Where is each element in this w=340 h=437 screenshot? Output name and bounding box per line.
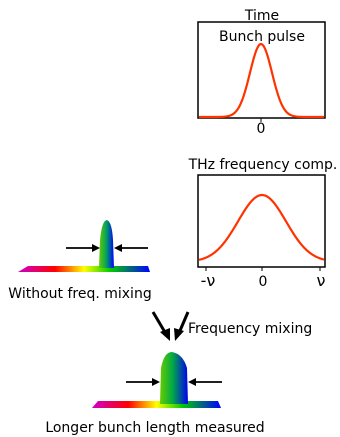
bunch-pulse-curve <box>199 42 324 119</box>
top-panel-header: Time <box>244 8 279 24</box>
thz-spectrum-curve <box>198 193 325 261</box>
mixing-arrow-right <box>177 311 190 334</box>
bottom-x-tick-neg-nu: -ν <box>201 271 216 290</box>
wide-bunch-shape <box>160 352 188 404</box>
spectrum-base-bottom <box>92 401 221 408</box>
mixing-arrows <box>151 311 190 341</box>
top-x-tick-label: 0 <box>257 121 266 137</box>
result-label: Longer bunch length measured <box>45 420 264 436</box>
spectrum-base-left <box>18 266 150 272</box>
bunch-with-mixing <box>92 352 222 408</box>
bottom-panel-frame <box>197 174 326 268</box>
mixing-arrow-left-head <box>160 328 170 341</box>
mixing-arrow-right-head <box>174 328 184 341</box>
right-arrow-head <box>114 244 122 252</box>
bottom-panel-header: THz frequency comp. <box>188 157 338 173</box>
top-panel-title: Bunch pulse <box>219 29 305 45</box>
bottom-x-tick-nu: ν <box>317 271 326 290</box>
bottom-x-tick-zero: 0 <box>259 274 268 290</box>
right-arrow-head-2 <box>188 378 196 386</box>
left-arrow-head <box>92 244 100 252</box>
narrow-bunch-shape <box>99 220 114 268</box>
left-arrow-head-2 <box>152 378 160 386</box>
bunch-without-mixing <box>18 220 150 272</box>
frequency-mixing-label: Frequency mixing <box>188 321 312 337</box>
without-mixing-label: Without freq. mixing <box>8 286 151 302</box>
mixing-arrow-left <box>151 311 168 335</box>
